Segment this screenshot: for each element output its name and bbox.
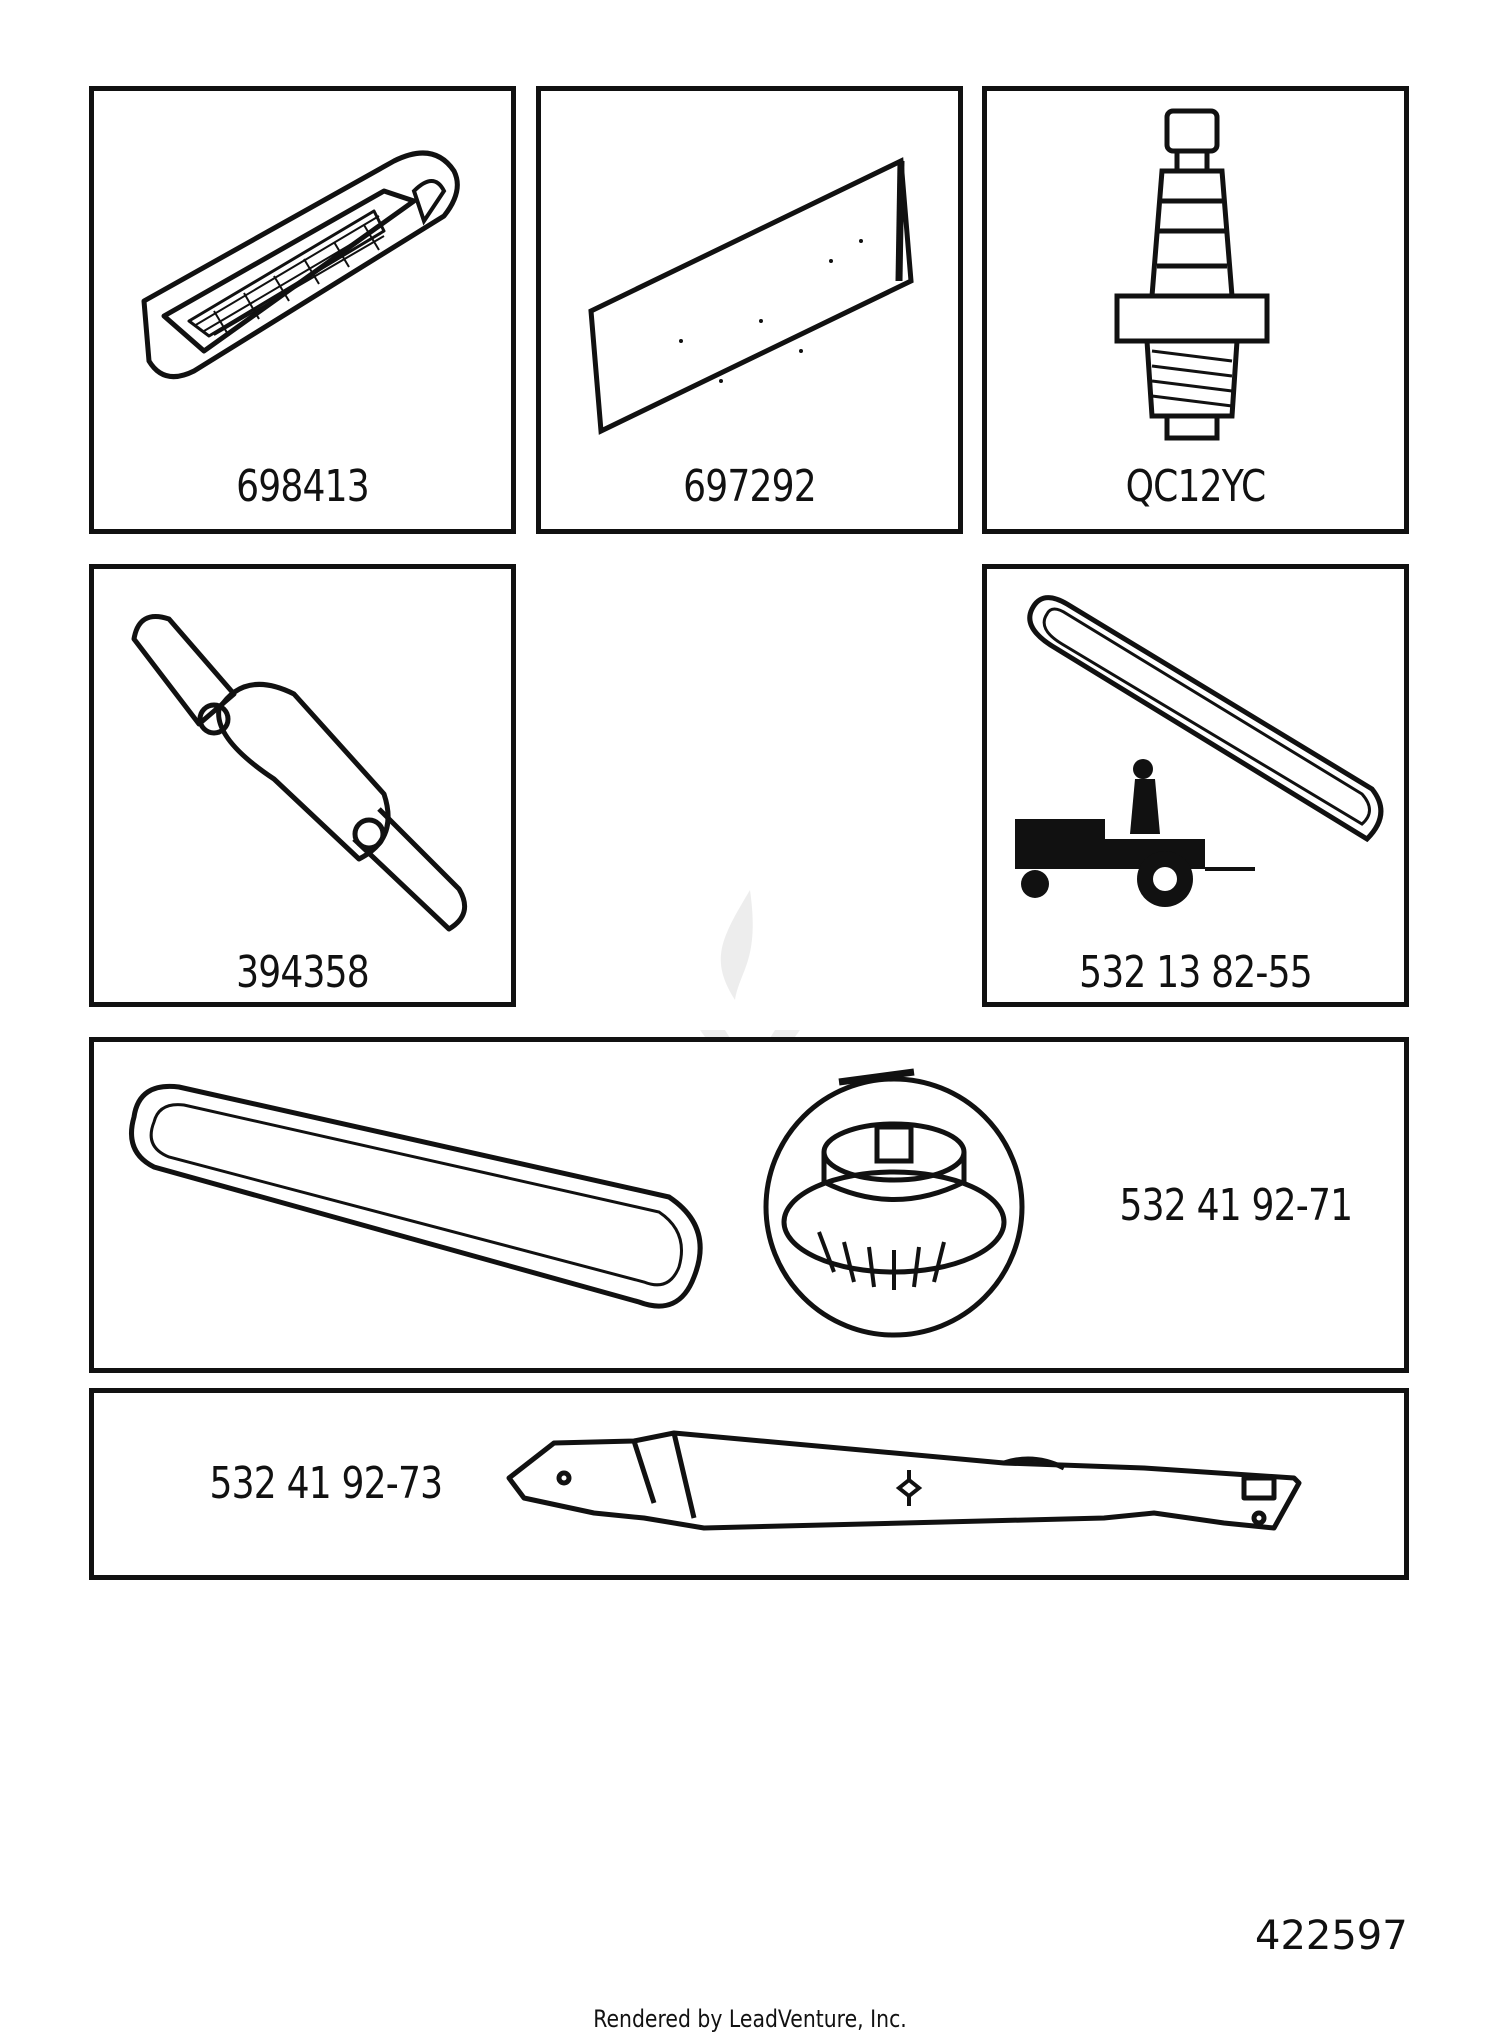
part-number-deck-belt-pulley-kit: 532 41 92-71 xyxy=(1119,1180,1354,1231)
drive-belt-icon xyxy=(1027,595,1384,843)
deck-pulley-icon xyxy=(763,1068,1025,1338)
part-number-spark-plug: QC12YC xyxy=(1125,461,1267,512)
diagram-number: 422597 xyxy=(1255,1913,1408,1959)
panel-pre-filter: 697292 xyxy=(536,86,963,534)
part-number-air-filter: 698413 xyxy=(236,461,370,512)
fuel-filter-icon xyxy=(131,614,468,932)
panel-deck-belt-pulley-kit: 532 41 92-71 xyxy=(89,1037,1409,1373)
panel-drive-belt: 532 13 82-55 xyxy=(982,564,1409,1007)
deck-belt-icon xyxy=(129,1083,703,1309)
tractor-icon xyxy=(1015,759,1255,907)
panel-mower-blade: 532 41 92-73 xyxy=(89,1388,1409,1580)
part-number-mower-blade: 532 41 92-73 xyxy=(209,1458,444,1509)
part-number-drive-belt: 532 13 82-55 xyxy=(1079,947,1313,998)
panel-fuel-filter: 394358 xyxy=(89,564,516,1007)
panel-spark-plug: QC12YC xyxy=(982,86,1409,534)
panel-air-filter: 698413 xyxy=(89,86,516,534)
spark-plug-icon xyxy=(1114,108,1270,441)
pre-filter-icon xyxy=(588,157,914,435)
air-filter-icon xyxy=(141,150,460,380)
part-number-fuel-filter: 394358 xyxy=(236,947,370,998)
footer-credit: Rendered by LeadVenture, Inc. xyxy=(593,2005,907,2033)
mower-blade-icon xyxy=(506,1430,1302,1531)
part-number-pre-filter: 697292 xyxy=(683,461,817,512)
